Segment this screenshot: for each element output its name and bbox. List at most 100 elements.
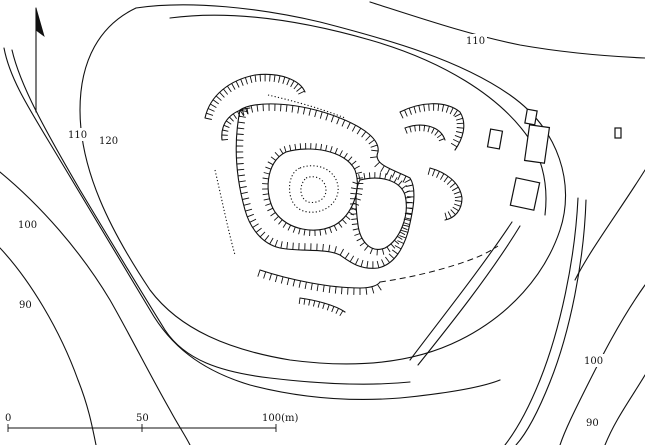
hachure-tick <box>270 212 276 217</box>
hachure-tick <box>252 223 259 228</box>
hachure-tick <box>223 88 229 95</box>
hachure-tick <box>308 299 311 306</box>
contour-label-top-110: 110 <box>466 36 485 47</box>
hachure-tick <box>358 174 361 181</box>
hachure-tick <box>291 105 294 113</box>
hachure-tick <box>294 143 297 150</box>
building-4 <box>509 177 541 211</box>
hachure-tick <box>341 287 343 295</box>
hachure-tick <box>244 107 249 115</box>
hachure-tick <box>243 203 251 206</box>
hachure-tick <box>359 241 366 247</box>
hachure-tick <box>376 260 380 268</box>
hachure-tick <box>319 229 322 236</box>
hachure-tick <box>349 255 355 263</box>
hachure-tick <box>404 127 408 134</box>
hachure-tick <box>334 147 338 154</box>
hachure-tick <box>436 171 440 178</box>
hachure-tick <box>455 117 463 121</box>
hachure-tick <box>341 219 347 225</box>
hachure-tick <box>231 83 236 90</box>
hachure-tick <box>350 213 357 215</box>
hachure-tick <box>404 109 408 117</box>
hachure-tick <box>290 80 295 88</box>
hachure-tick <box>322 302 325 310</box>
hachure-tick <box>336 117 340 125</box>
hachure-tick <box>436 133 443 139</box>
hachure-tick <box>389 174 393 181</box>
hachure-tick <box>239 109 247 113</box>
hachure-tick <box>298 280 301 288</box>
hachure-tick <box>365 135 371 141</box>
hachure-tick <box>257 269 261 277</box>
hachure-tick <box>330 115 335 123</box>
hachure-tick <box>354 233 361 236</box>
hachure-tick <box>397 235 403 240</box>
right-bailey <box>355 177 407 250</box>
hachure-tick <box>431 169 436 177</box>
hachure-tick <box>219 91 225 98</box>
hachure-tick <box>280 241 283 249</box>
contour-label-left-120: 120 <box>99 136 118 147</box>
hachure-tick <box>269 74 271 82</box>
hachure-tick <box>338 222 343 228</box>
east-outwork <box>429 167 463 221</box>
hachure-tick <box>237 111 241 117</box>
hachure-tick <box>239 109 245 117</box>
hachure-tick <box>273 215 279 221</box>
hachure-tick <box>356 192 363 196</box>
hachure-tick <box>285 104 288 112</box>
hachure-tick <box>249 218 257 223</box>
outer-enclosure <box>235 103 415 269</box>
hachure-tick <box>368 172 371 179</box>
ne-outwork <box>399 103 465 151</box>
hachure-tick <box>303 229 306 236</box>
scale-bar: 0 50 100(m) <box>5 413 298 432</box>
hachure-tick <box>437 103 440 111</box>
contour-100-right <box>559 284 645 445</box>
hachure-tick <box>259 231 266 238</box>
hachure-tick <box>370 156 378 159</box>
hachure-tick <box>341 119 346 127</box>
hachure-tick <box>240 79 244 86</box>
hachure-tick <box>418 105 421 113</box>
dashed-path <box>379 245 499 283</box>
contour-120 <box>79 4 567 365</box>
contour-right-1 <box>574 169 645 281</box>
central-mound-top <box>300 176 327 204</box>
hachure-tick <box>354 258 359 265</box>
hachure-tick <box>292 226 296 233</box>
hachure-tick <box>371 286 375 294</box>
hachure-tick <box>206 112 214 116</box>
scale-label-50: 50 <box>136 413 149 424</box>
hachure-tick <box>413 106 417 114</box>
hachure-tick <box>456 122 464 125</box>
contour-labels: 110 110 120 100 90 100 90 <box>16 34 604 429</box>
south-outwork <box>259 269 381 289</box>
hachure-tick <box>296 86 303 92</box>
hachure-tick <box>346 122 351 129</box>
hachure-tick <box>443 176 449 183</box>
hachure-tick <box>408 107 412 115</box>
hachure-tick <box>399 231 406 236</box>
hachure-tick <box>351 160 357 166</box>
contour-label-right-100: 100 <box>584 356 603 367</box>
hachure-tick <box>335 308 339 314</box>
hachure-tick <box>393 177 398 183</box>
hachure-tick <box>280 276 284 284</box>
hachure-tick <box>364 245 369 251</box>
hachure-tick <box>308 108 312 116</box>
hachure-tick <box>354 165 360 170</box>
buildings <box>486 108 622 211</box>
hachure-tick <box>339 248 344 256</box>
hachure-tick <box>328 285 331 293</box>
hachure-tick <box>298 228 301 235</box>
hachure-tick <box>227 85 232 93</box>
hachure-tick <box>267 207 274 212</box>
hachure-tick <box>450 209 456 216</box>
hachure-tick <box>409 126 412 133</box>
scale-label-0: 0 <box>5 413 11 424</box>
hachure-tick <box>322 285 325 293</box>
hachure-tick <box>241 109 245 116</box>
hachure-tick <box>351 124 356 132</box>
